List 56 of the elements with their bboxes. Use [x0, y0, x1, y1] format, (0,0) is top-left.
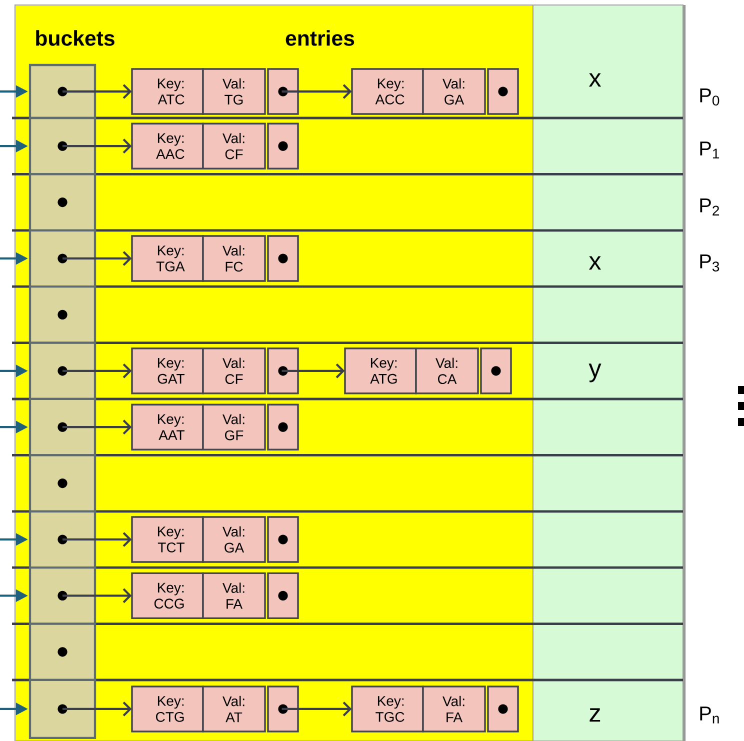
- arrow: [282, 363, 345, 378]
- arrow: [62, 363, 132, 378]
- arrow: [282, 702, 352, 716]
- node-label: Val: FA: [222, 582, 244, 609]
- node-label: Val: GF: [222, 414, 244, 440]
- entry-box: Key: CCG Val: FA: [131, 572, 299, 620]
- arrow: [62, 702, 132, 716]
- row-label: P$_{1}$: [700, 142, 720, 158]
- entry-box: Key: TGC Val: FA: [351, 686, 519, 732]
- entry-box: Key: TCT Val: GA: [131, 516, 299, 563]
- entry-box: Key: TGA Val: FC: [131, 235, 299, 282]
- node-label: Val: CA: [436, 358, 458, 384]
- node-label: Val: CF: [222, 132, 244, 160]
- bucket-cell: [28, 398, 96, 456]
- bucket-cell: [28, 566, 96, 625]
- entry-box: Key: ATG Val: CA: [344, 348, 512, 394]
- bucket-cell: [28, 173, 96, 232]
- node-label: Val: CF: [222, 358, 244, 384]
- arrow: [62, 420, 132, 435]
- entry-box: Key: GAT Val: CF: [131, 348, 299, 394]
- bucket-cell: [28, 622, 96, 682]
- entry-box: Key: ACC Val: GA: [351, 68, 519, 115]
- arrow: [62, 84, 132, 99]
- cell-value: z: [590, 708, 600, 722]
- entry-box: Key: ATC Val: TG: [131, 68, 299, 115]
- row-label: P$_{0}$: [700, 88, 720, 106]
- node-label: Val: AT: [222, 696, 244, 722]
- cell-value: x: [588, 256, 602, 270]
- row-label: P$_{3}$: [700, 254, 720, 272]
- cell-value: y: [588, 364, 602, 382]
- cell-value: x: [588, 73, 602, 87]
- arrow: [62, 588, 132, 604]
- bucket-cell: [28, 229, 96, 288]
- bucket-cell: [28, 64, 96, 120]
- heading: buckets: [36, 30, 114, 46]
- node-label: Val: GA: [442, 78, 464, 105]
- row-label: P$_{n}$: [700, 706, 719, 724]
- arrow: [62, 251, 132, 266]
- bucket-cell: [28, 116, 96, 176]
- bucket-cell: [28, 510, 96, 569]
- heading: entries: [286, 30, 354, 46]
- arrow: [62, 138, 132, 154]
- entry-box: Key: AAC Val: CF: [131, 122, 299, 170]
- entry-box: Key: AAT Val: GF: [131, 404, 299, 450]
- node-label: Val: GA: [222, 526, 244, 553]
- arrow: [282, 84, 352, 99]
- bucket-cell: [28, 454, 96, 512]
- node-label: Val: FA: [442, 696, 464, 722]
- node-label: Val: TG: [222, 78, 244, 105]
- bucket-cell: [28, 286, 96, 344]
- arrow: [62, 532, 132, 547]
- bucket-cell: [28, 678, 96, 740]
- bucket-cell: [28, 342, 96, 400]
- entry-box: Key: CTG Val: AT: [131, 686, 299, 732]
- row-label: P$_{2}$: [700, 198, 719, 216]
- node-label: Val: FC: [222, 245, 244, 272]
